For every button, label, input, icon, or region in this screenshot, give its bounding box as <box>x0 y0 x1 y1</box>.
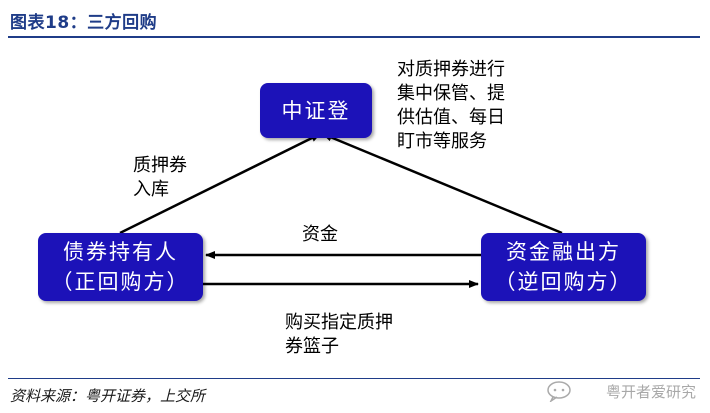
pledge-label: 质押券 入库 <box>133 154 223 202</box>
title-divider <box>8 36 700 38</box>
node-fund-provider-label: 资金融出方 <box>506 240 621 264</box>
node-bond-holder-role: （正回购方） <box>51 270 190 294</box>
page-title: 图表18：三方回购 <box>10 13 158 33</box>
arrow-bond-to-csdc <box>119 132 321 235</box>
node-csdc-label: 中证登 <box>281 98 351 123</box>
watermark-bubble-icon <box>547 381 571 402</box>
node-csdc: 中证登 <box>260 83 372 138</box>
source-note: 资料来源：粤开证券，上交所 <box>10 387 206 405</box>
funds-label: 资金 <box>302 224 338 245</box>
node-bond-holder-label: 债券持有人 <box>63 240 178 264</box>
buy-basket-line2: 券篮子 <box>285 336 339 357</box>
buy-basket-line1: 购买指定质押 <box>285 312 393 333</box>
node-fund-provider-role: （逆回购方） <box>494 270 633 294</box>
csdc-service-line: 对质押券进行 <box>397 59 505 80</box>
footer-divider <box>8 378 700 379</box>
node-fund-provider: 资金融出方 （逆回购方） <box>481 233 646 301</box>
arrow-fund-to-csdc <box>322 132 563 235</box>
csdc-service-line: 供估值、每日 <box>397 107 505 128</box>
csdc-service-line: 集中保管、提 <box>397 83 505 104</box>
pledge-label-line2: 入库 <box>133 179 169 200</box>
node-bond-holder: 债券持有人 （正回购方） <box>38 233 203 301</box>
watermark-text: 粤开者爱研究 <box>605 383 696 401</box>
csdc-service-line: 盯市等服务 <box>397 131 487 152</box>
pledge-label-line1: 质押券 <box>133 155 187 176</box>
csdc-service-description: 对质押券进行 集中保管、提 供估值、每日 盯市等服务 <box>397 58 537 154</box>
buy-basket-label: 购买指定质押 券篮子 <box>285 311 425 359</box>
